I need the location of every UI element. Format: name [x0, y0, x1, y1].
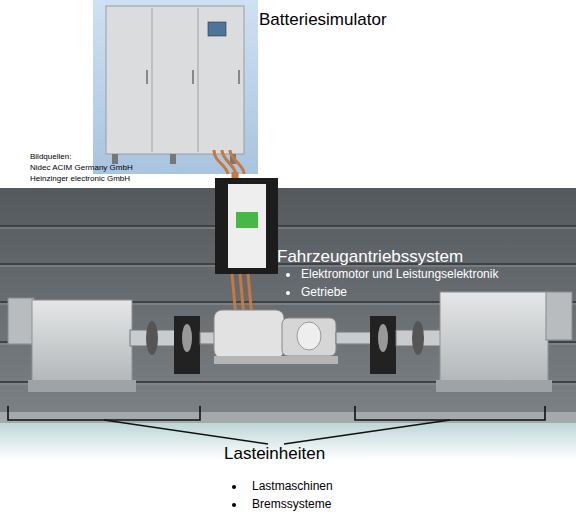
- cabinet-cables: [214, 150, 244, 174]
- cabinet-doors: [152, 8, 198, 152]
- bullet-dot: [286, 273, 290, 277]
- plate-grooves: [0, 226, 576, 382]
- load-machine-base-left: [28, 380, 136, 392]
- load-machine-left: [32, 300, 132, 382]
- load-machine-fan-right: [546, 292, 572, 340]
- bed-plate: [0, 188, 576, 423]
- node-heading: Fahrzeugantriebssystem: [277, 247, 463, 267]
- cabinet-body: [106, 6, 244, 154]
- bullet-item: Elektromotor und Leistungselektronik: [301, 268, 498, 282]
- vehicle-drive-system: FahrzeugantriebssystemElektromotor und L…: [215, 178, 515, 308]
- image-source-note: Heinzinger electronic GmbH: [30, 174, 130, 183]
- electric-motor: [214, 310, 284, 358]
- bullet-dot: [232, 485, 236, 489]
- load-machine-base-right: [436, 380, 552, 392]
- drive-mount: [214, 356, 338, 364]
- inverter-display: [236, 212, 258, 228]
- gearbox-differential: [297, 322, 321, 350]
- inverter-front-panel: [228, 184, 266, 268]
- inverter-housing: [215, 178, 278, 274]
- cabinet-photo-background: [93, 0, 258, 174]
- power-cable: [232, 172, 239, 178]
- brake-disc-left: [182, 324, 192, 352]
- load-brackets: [8, 406, 545, 444]
- image-source-note: Bildquellen:: [30, 152, 71, 161]
- bullet-item: Getriebe: [301, 286, 347, 300]
- bullet-dot: [286, 291, 290, 295]
- brake-disc-right: [378, 324, 388, 352]
- load-machine-fan-left: [8, 298, 34, 344]
- bullet-dot: [232, 503, 236, 507]
- battery-simulator: Batteriesimulator: [95, 0, 255, 172]
- coupling-left: [146, 321, 158, 355]
- brake-stand-left: [174, 316, 200, 374]
- node-heading: Batteriesimulator: [259, 10, 387, 30]
- load-machine-right: [440, 292, 548, 382]
- shaft-right-inner: [336, 332, 372, 344]
- plate-highlights: [0, 228, 576, 384]
- brake-stand-right: [370, 316, 396, 374]
- plate-front-edge: [0, 412, 576, 423]
- image-source-note: Nidec ACIM Germany GmbH: [30, 163, 133, 172]
- bullet-item: Lastmaschinen: [252, 480, 333, 494]
- cabinet-touchscreen: [208, 22, 226, 36]
- cabinet-handles: [146, 70, 240, 84]
- group-label: Lasteinheiten: [224, 444, 325, 464]
- bullet-item: Bremssysteme: [252, 498, 331, 512]
- coupling-right: [412, 321, 424, 355]
- gearbox: [282, 318, 336, 356]
